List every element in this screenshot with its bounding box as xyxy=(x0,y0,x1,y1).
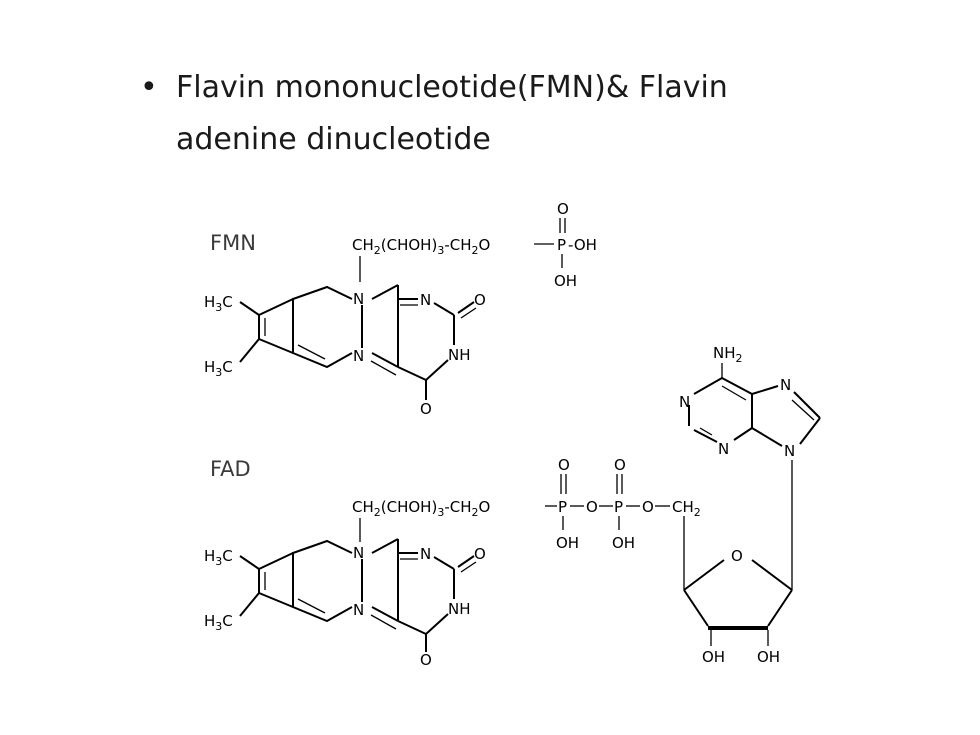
fmn-nh: NH xyxy=(448,346,471,364)
fmn-phosphorus: P xyxy=(557,236,566,254)
slide-text-block: • Flavin mononucleotide(FMN)& Flavin ade… xyxy=(140,62,840,166)
fmn-c4-oxo: O xyxy=(420,400,432,418)
fad-ester-oxygen: O xyxy=(642,498,654,516)
fmn-p-oh: -OH xyxy=(568,236,597,254)
fad-n1: N xyxy=(420,545,431,563)
fmn-methyl-lower: H3C xyxy=(204,358,233,379)
fad-ribose-ch2: CH2 xyxy=(672,498,701,519)
fmn-n10: N xyxy=(353,290,364,308)
adenine-n1: N xyxy=(679,393,690,411)
fad-methyl-upper: H3C xyxy=(204,547,233,568)
fad-structure: FAD CH2(CHOH)3-CH2O P O P O CH2 O OH O O… xyxy=(204,344,821,669)
fmn-label: FMN xyxy=(210,231,256,255)
fad-phosphorus-1: P xyxy=(558,498,567,516)
fmn-c2-oxo: O xyxy=(474,291,486,309)
fad-ribose-oh-2: OH xyxy=(702,648,725,666)
fad-n5: N xyxy=(353,601,364,619)
fmn-structure: FMN CH2(CHOH)3-CH2O P -OH O OH xyxy=(204,200,597,418)
fad-ribityl-chain: CH2(CHOH)3-CH2O xyxy=(352,498,490,519)
fmn-p-oxo: O xyxy=(557,200,569,218)
fad-c4-oxo: O xyxy=(420,651,432,669)
bullet-line-2: adenine dinucleotide xyxy=(176,122,491,157)
fad-bridging-oxygen: O xyxy=(586,498,598,516)
fad-ribose-oh-3: OH xyxy=(757,648,780,666)
fad-n10: N xyxy=(353,544,364,562)
adenine-amino-group: NH2 xyxy=(713,344,743,365)
fmn-n5: N xyxy=(353,347,364,365)
fmn-isoalloxazine-ring: N N N NH O O xyxy=(258,284,486,418)
fad-ribose-ring: O OH OH xyxy=(683,460,793,666)
adenine-n7: N xyxy=(780,376,791,394)
adenine-n3: N xyxy=(718,440,729,458)
fad-p1-oxo: O xyxy=(558,456,570,474)
fad-p1-oh: OH xyxy=(556,534,579,552)
fad-methyl-lower: H3C xyxy=(204,612,233,633)
fmn-ribityl-chain: CH2(CHOH)3-CH2O xyxy=(352,236,490,257)
fad-p2-oxo: O xyxy=(614,456,626,474)
adenine-n9: N xyxy=(784,442,795,460)
fad-adenine: NH2 N N N N xyxy=(679,344,821,460)
fad-phosphorus-2: P xyxy=(614,498,623,516)
fad-p2-oh: OH xyxy=(612,534,635,552)
fmn-methyl-upper: H3C xyxy=(204,293,233,314)
fad-nh: NH xyxy=(448,600,471,618)
fad-isoalloxazine-ring: N N N NH O O xyxy=(258,538,486,669)
bullet-line-1: Flavin mononucleotide(FMN)& Flavin xyxy=(176,70,728,105)
fmn-p-oh-lower: OH xyxy=(554,272,577,290)
fad-ribose-oxygen: O xyxy=(731,547,743,565)
fad-c2-oxo: O xyxy=(474,545,486,563)
bullet-point: • xyxy=(140,70,158,105)
fad-label: FAD xyxy=(210,457,251,481)
fmn-n1: N xyxy=(420,291,431,309)
